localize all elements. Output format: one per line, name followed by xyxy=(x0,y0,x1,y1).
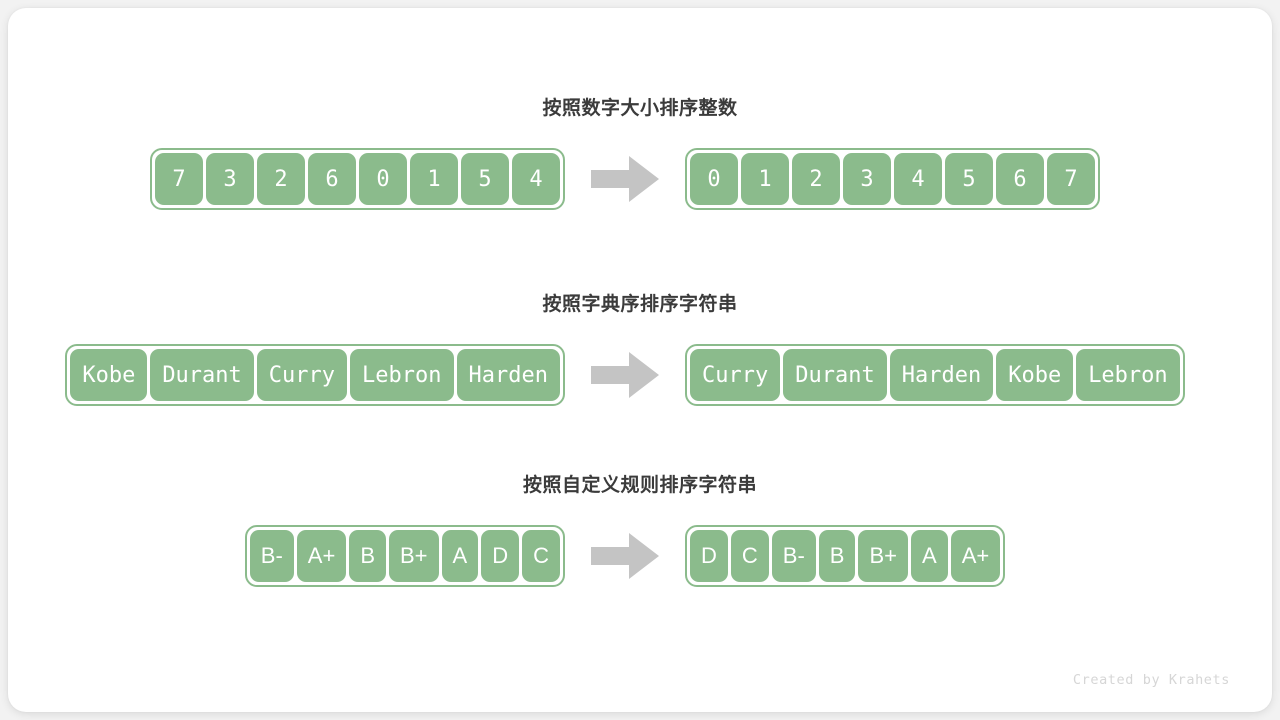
array-cell: Kobe xyxy=(996,349,1074,401)
array-cell: 5 xyxy=(461,153,509,205)
array-cell: D xyxy=(690,530,728,582)
transform-arrow xyxy=(565,533,685,579)
array-cell: 0 xyxy=(690,153,738,205)
array-cell: 6 xyxy=(996,153,1044,205)
array-cell: B xyxy=(349,530,386,582)
array-cell: A+ xyxy=(296,530,347,582)
array-cell: Durant xyxy=(150,349,254,401)
right-arrow-icon xyxy=(591,352,659,398)
array-cell: Lebron xyxy=(1076,349,1180,401)
array-cell: Lebron xyxy=(350,349,454,401)
credit-footer: Created by Krahets xyxy=(1072,672,1230,688)
array-cell: 2 xyxy=(257,153,305,205)
array-cell: 3 xyxy=(206,153,254,205)
array-cell: Durant xyxy=(783,349,887,401)
array-cell: 4 xyxy=(894,153,942,205)
array-cell: 5 xyxy=(945,153,993,205)
array-cell: Harden xyxy=(456,349,560,401)
row-title: 按照数字大小排序整数 xyxy=(542,98,738,119)
array-cell: D xyxy=(481,530,520,582)
array-cell: B+ xyxy=(858,530,908,582)
transform-arrow xyxy=(565,352,685,398)
array-cell: Kobe xyxy=(70,349,148,401)
array-cell: 6 xyxy=(308,153,356,205)
array-cell: C xyxy=(730,530,769,582)
array-cell: 2 xyxy=(792,153,840,205)
array-cell: 4 xyxy=(512,153,560,205)
array-cell: 1 xyxy=(741,153,789,205)
array-cell: B- xyxy=(771,530,816,582)
array-cell: C xyxy=(522,530,560,582)
array-cell: 7 xyxy=(1047,153,1095,205)
array-cell: A+ xyxy=(950,530,1001,582)
array-cell: A xyxy=(911,530,948,582)
array-cell: Harden xyxy=(889,349,994,401)
array-cell: A xyxy=(441,530,479,582)
right-arrow-icon xyxy=(591,156,659,202)
row-title: 按照自定义规则排序字符串 xyxy=(522,475,757,496)
array-cell: 0 xyxy=(359,153,407,205)
array-cell: 7 xyxy=(155,153,203,205)
array-cell: B xyxy=(818,530,856,582)
right-arrow-icon xyxy=(591,533,659,579)
array-cell: 1 xyxy=(410,153,458,205)
array-cell: Curry xyxy=(256,349,348,401)
array-cell: B+ xyxy=(389,530,439,582)
array-cell: 3 xyxy=(843,153,891,205)
array-cell: B- xyxy=(249,530,294,582)
row-title: 按照字典序排序字符串 xyxy=(542,294,738,315)
array-cell: Curry xyxy=(690,349,781,401)
transform-arrow xyxy=(565,156,685,202)
